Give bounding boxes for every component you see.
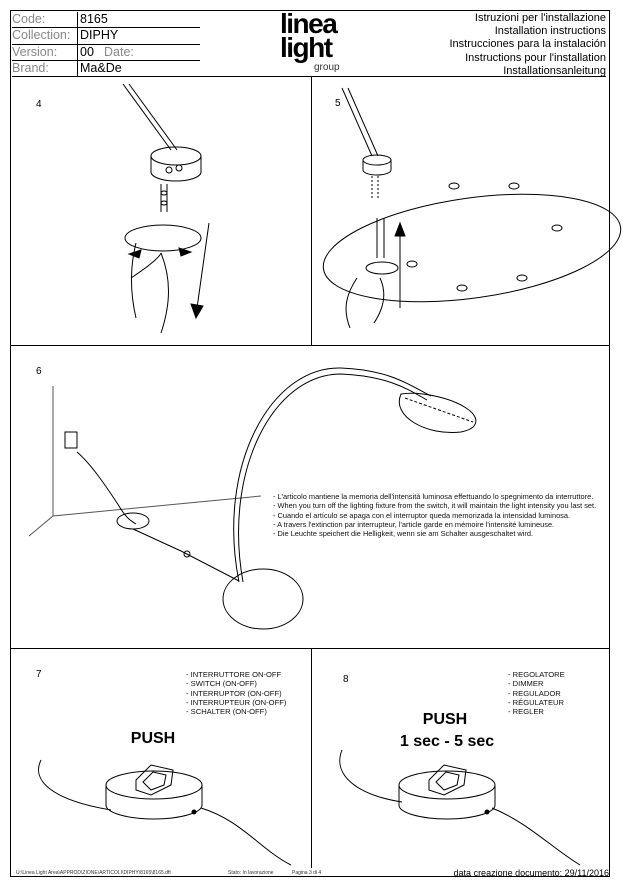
header-rule	[12, 60, 200, 61]
footer-file-path: U:\Linea Light Area\APPROD\ZIONE\ARTICOL…	[16, 870, 171, 876]
switch-it: - INTERRUTTORE ON-OFF	[186, 670, 282, 679]
collection-label: Collection:	[12, 28, 71, 42]
version-value: 00	[80, 45, 94, 59]
logo-word-light: light	[280, 32, 333, 63]
step8-push-label: PUSH	[422, 711, 468, 728]
instructions-it: Istruzioni per l'installazione	[474, 12, 606, 24]
dimmer-es: - REGULADOR	[508, 688, 561, 698]
logo-word-linea: linea	[280, 8, 338, 39]
instructions-fr: Instructions pour l'installation	[465, 51, 606, 64]
instruction-sheet	[10, 10, 610, 877]
switch-en: - SWITCH (ON-OFF)	[186, 679, 257, 689]
panel-divider	[311, 77, 312, 345]
panel-divider	[11, 345, 609, 346]
step-number-8: 8	[343, 674, 349, 685]
collection-value: DIPHY	[80, 28, 119, 42]
version-label: Version:	[12, 45, 58, 59]
step-number-5: 5	[335, 98, 341, 109]
brand-value: Ma&De	[80, 61, 122, 75]
note-en: - When you turn off the lighting fixture…	[273, 501, 597, 511]
dimmer-de: - REGLER	[508, 707, 544, 717]
note-de: - Die Leuchte speichert die Helligkeit, …	[273, 529, 534, 539]
logo-word-group: group	[314, 62, 340, 73]
step7-switch-list: - INTERRUTTORE ON-OFF - SWITCH (ON-OFF) …	[186, 670, 286, 716]
panel-divider	[311, 648, 312, 868]
brand-logo: linea light group	[280, 10, 350, 80]
step-number-6: 6	[36, 366, 42, 377]
footer-status: Stato: In lavorazione	[228, 870, 274, 876]
note-fr: - A travers l'extinction par interrupteu…	[273, 519, 555, 529]
step4-illustration	[122, 83, 210, 334]
switch-de: - SCHALTER (ON-OFF)	[186, 707, 267, 717]
dimmer-fr: - RÉGULATEUR	[508, 697, 564, 707]
step5-illustration	[322, 87, 622, 329]
date-label: Date:	[104, 45, 134, 59]
step7-switch-illustration	[38, 759, 292, 866]
header-rule	[12, 27, 200, 28]
dimmer-it: - REGOLATORE	[508, 670, 565, 679]
header-bottom-rule	[12, 76, 606, 77]
brand-label: Brand:	[12, 61, 49, 75]
step-number-4: 4	[36, 99, 42, 110]
step-number-7: 7	[36, 669, 42, 680]
switch-fr: - INTERRUPTEUR (ON-OFF)	[186, 697, 287, 707]
header-rule	[12, 44, 200, 45]
dimmer-en: - DIMMER	[508, 679, 544, 689]
code-value: 8165	[80, 12, 108, 26]
code-label: Code:	[12, 12, 46, 26]
instructions-title-list: Istruzioni per l'installazione Installat…	[449, 12, 606, 78]
step8-dimmer-list: - REGOLATORE - DIMMER - REGULADOR - RÉGU…	[508, 670, 565, 716]
step6-illustration	[28, 367, 477, 630]
step8-dimmer-illustration	[339, 749, 581, 866]
step7-push-label: PUSH	[130, 730, 176, 747]
instructions-en: Installation instructions	[494, 25, 606, 38]
step8-timing-label: 1 sec - 5 sec	[399, 733, 495, 750]
step6-notes: - L'articolo mantiene la memoria dell'in…	[273, 492, 608, 538]
note-it: - L'articolo mantiene la memoria dell'in…	[273, 492, 594, 501]
footer-page: Pagina 3 di 4	[292, 870, 322, 876]
instructions-de: Installationsanleitung	[503, 64, 606, 77]
note-es: - Cuando el artículo se apaga con el int…	[273, 510, 571, 520]
instructions-es: Instrucciones para la instalación	[449, 38, 606, 51]
panel-divider	[11, 648, 609, 649]
switch-es: - INTERRUPTOR (ON-OFF)	[186, 688, 282, 698]
footer-document-date: data creazione documento: 29/11/2016	[453, 868, 609, 878]
